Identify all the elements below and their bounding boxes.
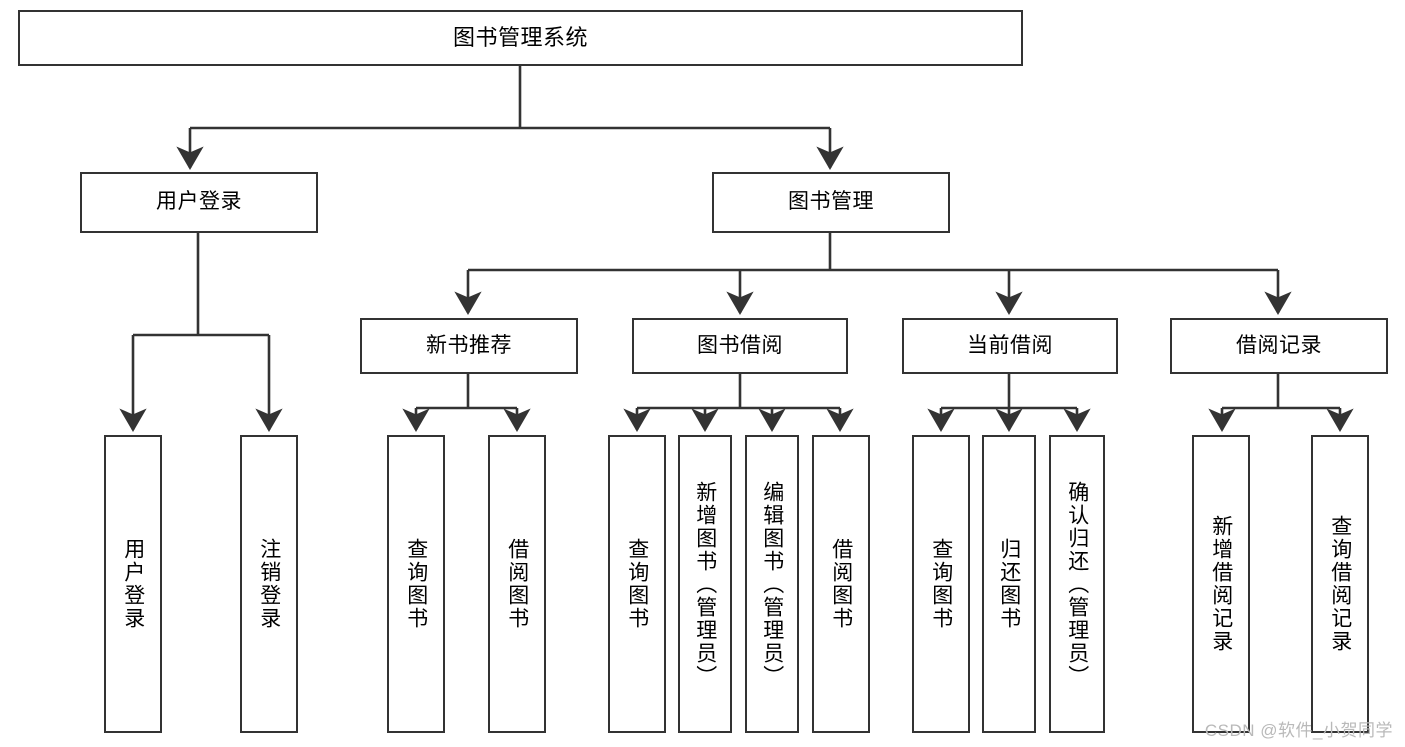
leaf-recommend-borrow-book[interactable]: 借阅图书	[488, 435, 546, 733]
node-label: 用户登录	[156, 190, 242, 214]
node-label: 图书管理	[788, 190, 874, 214]
node-label: 编辑图书（管理员）	[760, 480, 784, 688]
leaf-user-login[interactable]: 用户登录	[104, 435, 162, 733]
node-current-borrow[interactable]: 当前借阅	[902, 318, 1118, 374]
node-label: 查询图书	[404, 538, 428, 630]
node-label: 借阅图书	[829, 538, 853, 630]
node-root-system[interactable]: 图书管理系统	[18, 10, 1023, 66]
node-label: 借阅记录	[1236, 333, 1322, 357]
node-label: 图书借阅	[697, 333, 783, 357]
leaf-borrow-query-book[interactable]: 查询图书	[608, 435, 666, 733]
leaf-current-query-book[interactable]: 查询图书	[912, 435, 970, 733]
node-label: 归还图书	[997, 538, 1021, 630]
node-label: 查询借阅记录	[1328, 515, 1352, 653]
node-label: 注销登录	[257, 538, 281, 630]
leaf-borrow-add-book-admin[interactable]: 新增图书（管理员）	[678, 435, 732, 733]
node-borrow-record[interactable]: 借阅记录	[1170, 318, 1388, 374]
node-label: 确认归还（管理员）	[1065, 480, 1089, 688]
node-label: 查询图书	[929, 538, 953, 630]
node-label: 新增借阅记录	[1209, 515, 1233, 653]
leaf-current-return-book[interactable]: 归还图书	[982, 435, 1036, 733]
node-book-manage[interactable]: 图书管理	[712, 172, 950, 233]
leaf-current-confirm-return-admin[interactable]: 确认归还（管理员）	[1049, 435, 1105, 733]
node-book-borrow[interactable]: 图书借阅	[632, 318, 848, 374]
node-label: 新书推荐	[426, 333, 512, 357]
node-label: 用户登录	[121, 538, 145, 630]
node-label: 图书管理系统	[452, 25, 588, 51]
node-new-book-recommend[interactable]: 新书推荐	[360, 318, 578, 374]
leaf-borrow-edit-book-admin[interactable]: 编辑图书（管理员）	[745, 435, 799, 733]
leaf-record-add[interactable]: 新增借阅记录	[1192, 435, 1250, 733]
leaf-user-logout[interactable]: 注销登录	[240, 435, 298, 733]
node-label: 新增图书（管理员）	[693, 480, 717, 688]
leaf-record-query[interactable]: 查询借阅记录	[1311, 435, 1369, 733]
leaf-borrow-lend-book[interactable]: 借阅图书	[812, 435, 870, 733]
node-label: 当前借阅	[967, 333, 1053, 357]
csdn-watermark: CSDN @软件_小贺同学	[1204, 721, 1393, 740]
node-label: 借阅图书	[505, 538, 529, 630]
node-label: 查询图书	[625, 538, 649, 630]
node-user-login[interactable]: 用户登录	[80, 172, 318, 233]
leaf-recommend-query-book[interactable]: 查询图书	[387, 435, 445, 733]
